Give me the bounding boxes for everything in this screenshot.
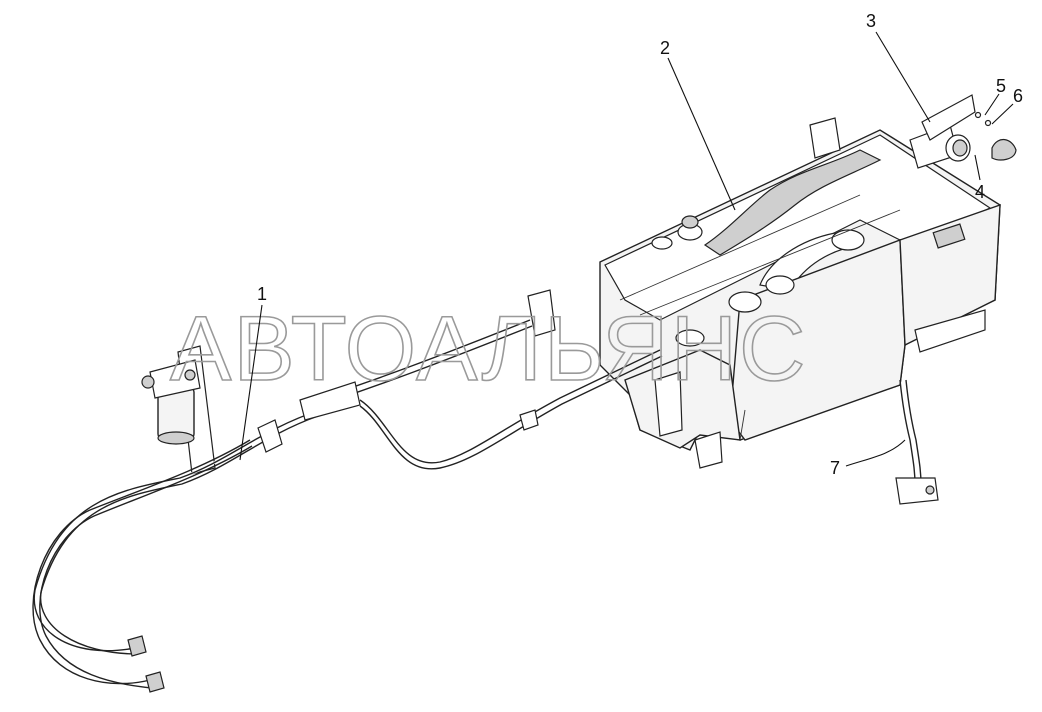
fuel-tank <box>527 117 1001 469</box>
callout-3: 3 <box>866 11 876 31</box>
fuel-lines <box>32 319 939 693</box>
callout-2: 2 <box>660 38 670 58</box>
callout-6: 6 <box>1013 86 1023 106</box>
callout-4: 4 <box>975 182 985 202</box>
callout-5: 5 <box>996 76 1006 96</box>
callout-1: 1 <box>257 284 267 304</box>
leader-lines <box>239 31 1014 467</box>
fuel-filter <box>141 345 216 475</box>
watermark: АВТОАЛЬЯНС <box>170 298 808 400</box>
filler-cap-assembly <box>909 94 1017 169</box>
callout-7: 7 <box>830 458 840 478</box>
